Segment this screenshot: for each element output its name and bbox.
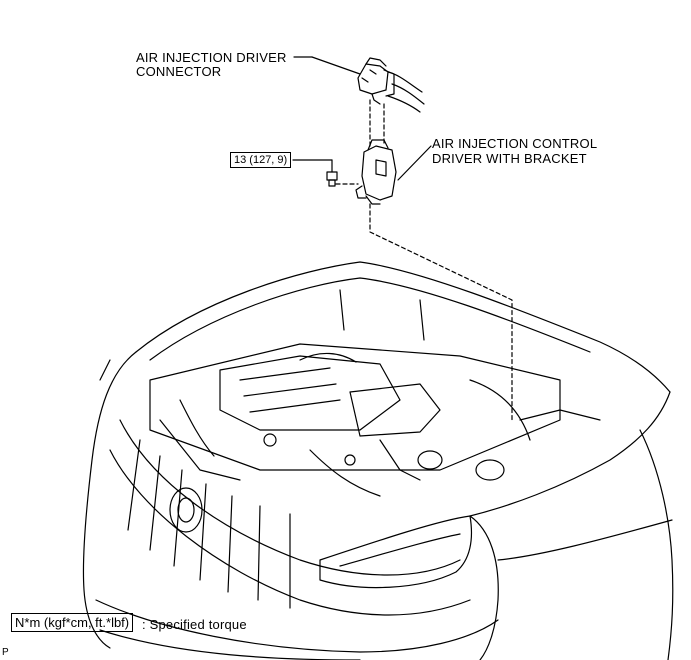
corner-mark: P bbox=[2, 647, 9, 658]
torque-value-box: 13 (127, 9) bbox=[230, 152, 292, 168]
bolt bbox=[326, 171, 338, 187]
air-injection-control-driver bbox=[355, 139, 397, 205]
body-outline bbox=[82, 351, 674, 660]
assembly-dashed-lines bbox=[335, 99, 513, 421]
hood bbox=[135, 261, 671, 393]
connector-label-line2: CONNECTOR bbox=[136, 64, 222, 79]
leader-lines bbox=[292, 56, 432, 181]
front-grille bbox=[109, 419, 471, 616]
headlamp bbox=[319, 515, 473, 589]
torque-unit-legend-box: N*m (kgf*cm, ft.*lbf) bbox=[11, 613, 134, 632]
connector-label-line1: AIR INJECTION DRIVER bbox=[136, 50, 287, 65]
engine-components bbox=[149, 343, 601, 497]
driver-label-line2: DRIVER WITH BRACKET bbox=[432, 151, 587, 166]
driver-label-line1: AIR INJECTION CONTROL bbox=[432, 136, 598, 151]
torque-legend-description: : Specified torque bbox=[142, 617, 247, 632]
air-injection-driver-connector bbox=[357, 57, 425, 113]
